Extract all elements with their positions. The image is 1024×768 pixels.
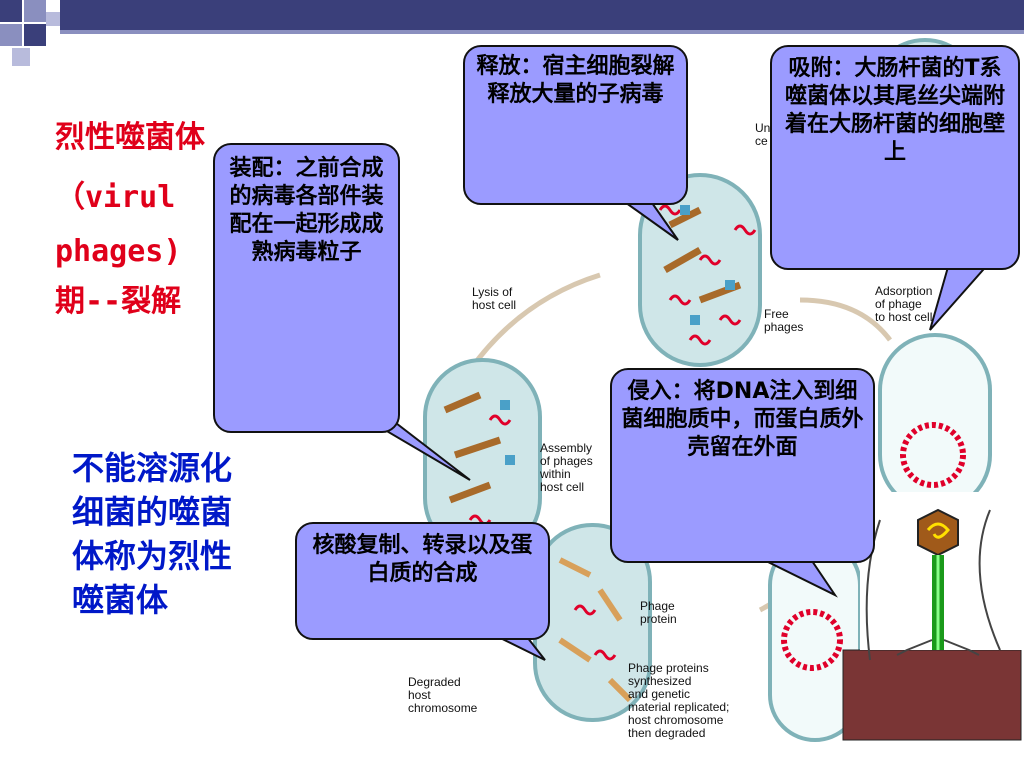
title-line: phages) bbox=[55, 234, 182, 269]
cycle-arrow bbox=[467, 272, 601, 372]
label-line: Phage proteins bbox=[628, 661, 709, 675]
label-line: protein bbox=[640, 612, 677, 626]
label-line: Adsorption bbox=[875, 284, 932, 298]
header-line bbox=[60, 30, 1024, 34]
label-line: material replicated; bbox=[628, 700, 729, 714]
label-line: ce bbox=[755, 134, 768, 148]
lysing-cell bbox=[638, 173, 762, 367]
label-line: phages bbox=[764, 320, 803, 334]
callout-assemble: 装配：之前合成的病毒各部件装配在一起形成成熟病毒粒子 bbox=[213, 143, 400, 433]
adsorb-tail bbox=[929, 258, 993, 331]
header-square bbox=[0, 0, 22, 22]
label-line: within bbox=[539, 467, 571, 481]
label-line: host bbox=[408, 688, 431, 702]
label-line: synthesized bbox=[628, 674, 691, 688]
label-line: Phage bbox=[640, 599, 675, 613]
label-line: then degraded bbox=[628, 726, 705, 740]
header-square bbox=[24, 0, 46, 22]
label-line: host cell bbox=[540, 480, 584, 494]
label-line: Assembly bbox=[540, 441, 592, 455]
title-line: 烈性噬菌体 bbox=[55, 120, 205, 155]
note-line: 体称为烈性 bbox=[72, 537, 233, 575]
callout-tails bbox=[364, 194, 993, 661]
label-line: Free bbox=[764, 307, 789, 321]
label-line: Degraded bbox=[408, 675, 461, 689]
header-square bbox=[12, 48, 30, 66]
label-line: Lysis of bbox=[472, 285, 513, 299]
phage-inset bbox=[842, 492, 1024, 741]
title-line: 期--裂解 bbox=[55, 284, 182, 319]
callout-inject: 侵入：将DNA注入到细菌细胞质中，而蛋白质外壳留在外面 bbox=[610, 368, 875, 563]
callout-adsorb: 吸附：大肠杆菌的T系噬菌体以其尾丝尖端附着在大肠杆菌的细胞壁上 bbox=[770, 45, 1020, 270]
assembly-cell bbox=[423, 358, 542, 557]
note-line: 不能溶源化 bbox=[72, 449, 233, 487]
callout-replicate: 核酸复制、转录以及蛋白质的合成 bbox=[295, 522, 550, 640]
title-line: （virul bbox=[55, 180, 176, 215]
note-line: 细菌的噬菌 bbox=[72, 493, 233, 531]
label-line: host cell bbox=[472, 298, 516, 312]
header-square bbox=[46, 12, 60, 26]
label-line: of phages bbox=[540, 454, 593, 468]
note-text: 不能溶源化 细菌的噬菌 体称为烈性 噬菌体 bbox=[72, 446, 302, 622]
label-line: and genetic bbox=[628, 687, 690, 701]
label-line: Un bbox=[755, 121, 770, 135]
label-line: chromosome bbox=[408, 701, 478, 715]
label-line: of phage bbox=[875, 297, 922, 311]
header-band bbox=[60, 0, 1024, 30]
cycle-arrow bbox=[799, 297, 892, 342]
injection-cell bbox=[878, 333, 992, 512]
header-square bbox=[0, 24, 22, 46]
header-square bbox=[24, 24, 46, 46]
label-line: to host cell bbox=[875, 310, 932, 324]
label-line: host chromosome bbox=[628, 713, 724, 727]
note-line: 噬菌体 bbox=[72, 581, 169, 619]
callout-release: 释放：宿主细胞裂解释放大量的子病毒 bbox=[463, 45, 688, 205]
